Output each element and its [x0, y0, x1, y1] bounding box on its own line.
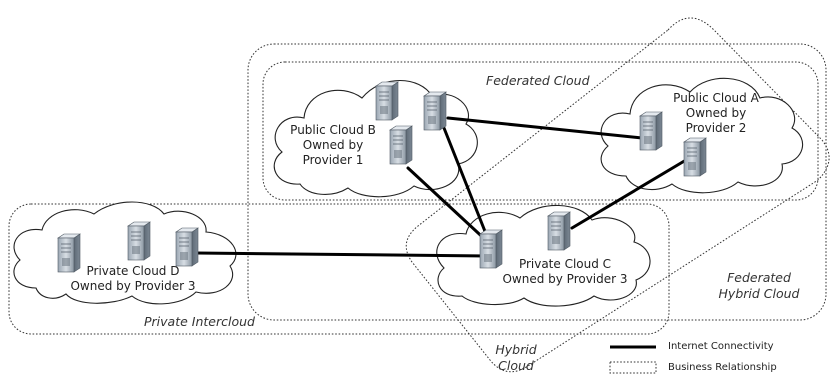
server-icon: [683, 137, 707, 177]
internet-links: [194, 116, 688, 258]
legend-business-swatch: [609, 361, 657, 374]
public-cloud-b-label: Public Cloud B Owned by Provider 1: [290, 123, 376, 168]
hybrid-cloud-boundary: [405, 17, 830, 373]
link-b1-to-c: [406, 166, 492, 246]
link-a-to-c: [570, 158, 688, 230]
hybrid-cloud-label: Hybrid Cloud: [486, 342, 546, 374]
server-icon: [639, 111, 663, 151]
server-icon: [375, 81, 399, 121]
federated-cloud-boundary: [262, 61, 819, 201]
federated-hybrid-cloud-boundary: [247, 43, 827, 321]
public-cloud-b-line1: Public Cloud B: [290, 123, 376, 137]
public-cloud-a-line3: Provider 2: [685, 121, 747, 135]
legend-business-label: Business Relationship: [668, 362, 777, 373]
private-intercloud-boundary: [8, 203, 670, 335]
private-cloud-c-label: Private Cloud C Owned by Provider 3: [490, 257, 640, 287]
private-cloud-d-label: Private Cloud D Owned by Provider 3: [58, 264, 208, 294]
link-d-to-c: [194, 251, 490, 258]
hybrid-line1: Hybrid: [495, 342, 537, 357]
federated-hybrid-cloud-label: Federated Hybrid Cloud: [704, 270, 814, 302]
server-icon: [423, 91, 447, 131]
private-cloud-c-line1: Private Cloud C: [518, 257, 612, 271]
public-cloud-a-label: Public Cloud A Owned by Provider 2: [666, 91, 766, 136]
private-cloud-d-cloud: [13, 201, 237, 305]
server-icon: [175, 227, 199, 267]
server-icon: [389, 125, 413, 165]
public-cloud-a-cloud: [600, 77, 804, 194]
public-cloud-b-line3: Provider 1: [302, 153, 364, 167]
private-cloud-d-line2: Owned by Provider 3: [70, 279, 196, 293]
public-cloud-a-line2: Owned by: [685, 106, 747, 120]
federated-hybrid-line2: Hybrid Cloud: [718, 286, 800, 301]
link-b-to-a: [446, 116, 644, 140]
private-cloud-c-line2: Owned by Provider 3: [502, 272, 628, 286]
server-icon: [127, 221, 151, 261]
federated-cloud-label: Federated Cloud: [486, 73, 590, 88]
private-cloud-d-line1: Private Cloud D: [86, 264, 180, 278]
public-cloud-b-line2: Owned by: [302, 138, 364, 152]
legend-internet-label: Internet Connectivity: [668, 341, 774, 352]
server-icon: [547, 211, 571, 251]
hybrid-line2: Cloud: [498, 358, 534, 373]
link-b2-to-c: [442, 126, 492, 246]
public-cloud-a-line1: Public Cloud A: [673, 91, 759, 105]
private-intercloud-label: Private Intercloud: [144, 314, 255, 329]
federated-hybrid-line1: Federated: [727, 270, 791, 285]
